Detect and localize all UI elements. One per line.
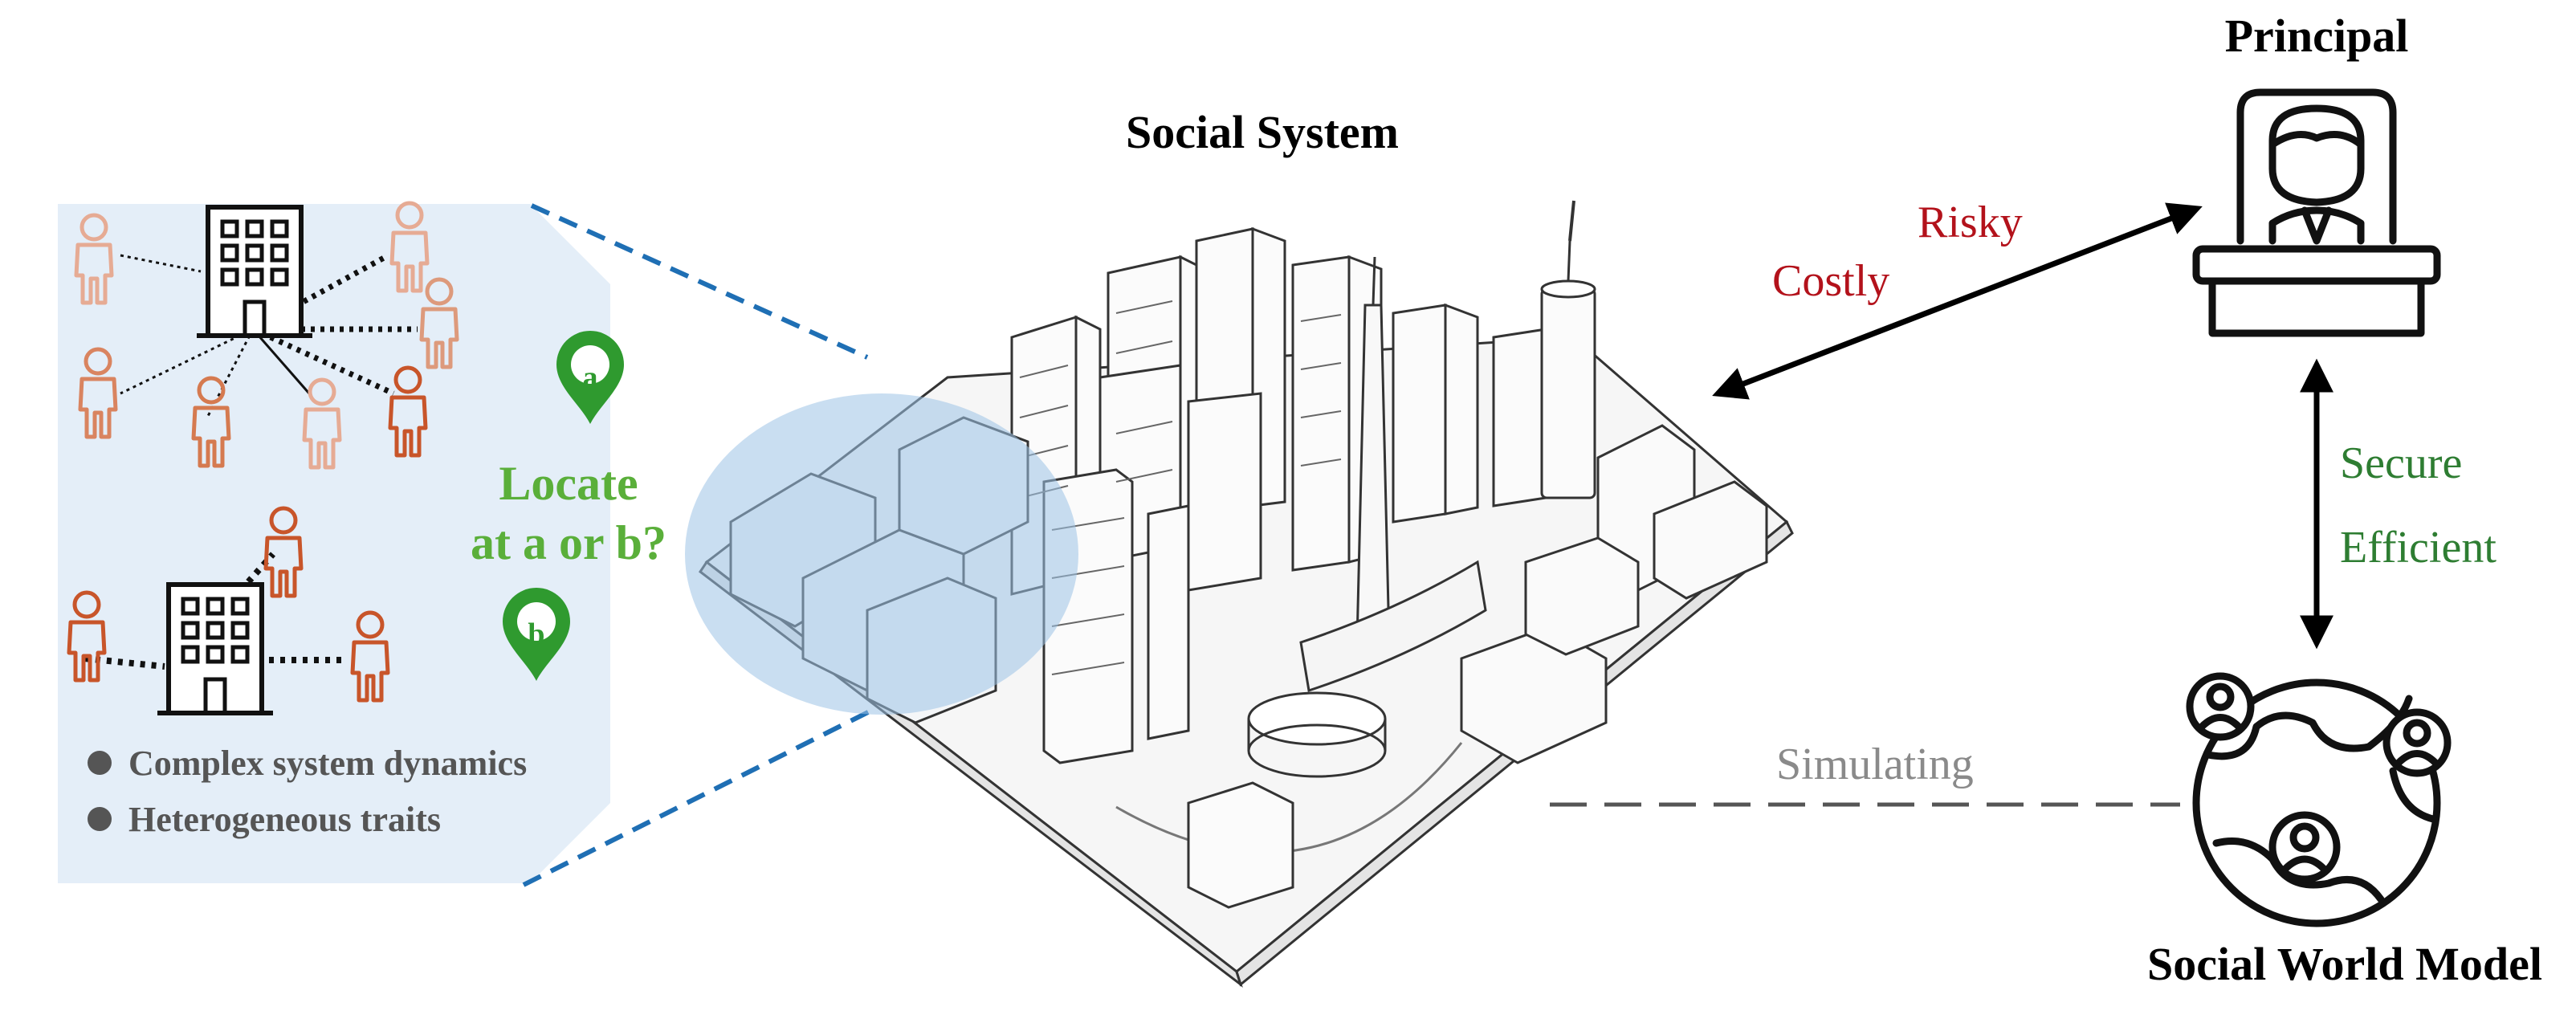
social-world-model-title: Social World Model <box>2147 938 2542 990</box>
bullet-dot <box>88 751 112 775</box>
bullet-complex-dynamics: Complex system dynamics <box>128 744 527 783</box>
globe-with-people-icon <box>2190 676 2448 923</box>
office-building-icon <box>157 585 273 713</box>
location-question-line2: at a or b? <box>471 516 666 569</box>
simulating-label: Simulating <box>1776 740 1974 789</box>
pin-b-label: b <box>528 617 544 651</box>
secure-label: Secure <box>2340 438 2462 488</box>
office-building-icon <box>197 207 312 336</box>
risky-label: Risky <box>1918 198 2023 247</box>
costly-label: Costly <box>1772 256 1889 306</box>
efficient-label: Efficient <box>2340 523 2497 573</box>
zoom-region-highlight <box>685 393 1078 715</box>
pin-a-label: a <box>583 361 598 394</box>
principal-at-podium-icon <box>2196 92 2437 333</box>
social-system-title: Social System <box>1126 106 1399 158</box>
bullet-dot <box>88 807 112 831</box>
principal-title: Principal <box>2225 10 2409 62</box>
bullet-heterogeneous-traits: Heterogeneous traits <box>128 800 441 839</box>
location-question-line1: Locate <box>499 457 638 510</box>
